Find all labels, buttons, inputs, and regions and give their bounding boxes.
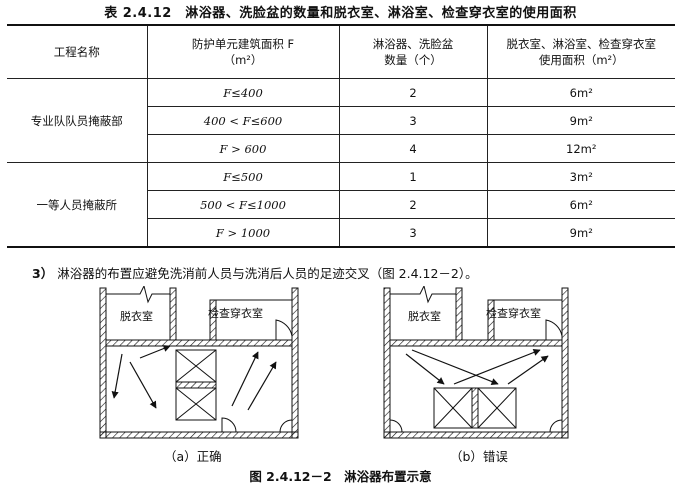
cell-count: 2: [338, 190, 488, 219]
subcaption-correct: （a）正确: [164, 449, 222, 464]
header-project-name: 工程名称: [7, 24, 148, 79]
cell-area: F > 1000: [147, 218, 340, 248]
header-count-line2: 数量（个）: [384, 53, 442, 67]
cell-area: F≤500: [146, 162, 340, 191]
clause-number: 3）: [32, 266, 54, 281]
cell-area: F≤400: [146, 78, 340, 107]
diagram-incorrect: 脱衣室 检查穿衣室: [383, 286, 569, 439]
header-area: 防护单元建筑面积 F （m²）: [146, 24, 340, 79]
table-row: 400 < F≤600 3 9m²: [7, 106, 675, 135]
cell-count: 3: [338, 106, 488, 135]
cell-area: F > 600: [147, 134, 340, 163]
table-row: 专业队队员掩蔽部 F≤400 2 6m²: [7, 78, 675, 163]
cell-usage: 12m²: [486, 134, 675, 163]
header-usage-line2: 使用面积（m²）: [538, 53, 624, 67]
header-count-line1: 淋浴器、洗脸盆: [372, 37, 454, 51]
table-header-row: 工程名称 防护单元建筑面积 F （m²） 淋浴器、洗脸盆 数量（个） 脱衣室、淋…: [7, 24, 675, 79]
diagram-correct: 脱衣室 检查穿衣室: [99, 286, 299, 439]
group-name: 一等人员掩蔽所: [7, 162, 148, 248]
room-undress-label: 脱衣室: [408, 309, 441, 323]
spec-table: 工程名称 防护单元建筑面积 F （m²） 淋浴器、洗脸盆 数量（个） 脱衣室、淋…: [7, 24, 675, 248]
room-undress-label: 脱衣室: [120, 309, 153, 323]
cell-count: 1: [338, 162, 488, 191]
clause-note: 3）淋浴器的布置应避免洗消前人员与洗消后人员的足迹交叉（图 2.4.12－2）。: [32, 263, 478, 282]
table-row: 一等人员掩蔽所 F≤500 1 3m²: [7, 162, 675, 248]
cell-count: 4: [338, 134, 488, 163]
header-usage: 脱衣室、淋浴室、检查穿衣室 使用面积（m²）: [486, 24, 675, 79]
header-usage-line1: 脱衣室、淋浴室、检查穿衣室: [506, 37, 657, 51]
table-row: F > 600 4 12m²: [7, 134, 675, 163]
figure-caption: 图 2.4.12－2 淋浴器布置示意: [249, 469, 432, 484]
clause-text: 淋浴器的布置应避免洗消前人员与洗消后人员的足迹交叉（图 2.4.12－2）。: [57, 266, 478, 281]
cell-usage: 6m²: [486, 190, 675, 219]
cell-area: 500 < F≤1000: [147, 190, 340, 219]
cell-usage: 9m²: [486, 106, 675, 135]
cell-usage: 6m²: [486, 78, 675, 107]
room-inspect-label: 检查穿衣室: [486, 306, 541, 320]
room-inspect-label: 检查穿衣室: [208, 306, 263, 320]
cell-area: 400 < F≤600: [147, 106, 340, 135]
cell-count: 2: [338, 78, 488, 107]
cell-usage: 3m²: [486, 162, 675, 191]
table-title: 表 2.4.12 淋浴器、洗脸盆的数量和脱衣室、淋浴室、检查穿衣室的使用面积: [104, 6, 577, 21]
table-row: F > 1000 3 9m²: [7, 218, 675, 248]
table-row: 500 < F≤1000 2 6m²: [7, 190, 675, 219]
subcaption-incorrect: （b）错误: [450, 449, 508, 464]
cell-usage: 9m²: [486, 218, 675, 248]
header-area-line2: （m²）: [223, 53, 263, 67]
header-area-line1: 防护单元建筑面积 F: [191, 37, 295, 51]
header-count: 淋浴器、洗脸盆 数量（个）: [338, 24, 488, 79]
group-name: 专业队队员掩蔽部: [7, 78, 148, 163]
cell-count: 3: [338, 218, 488, 248]
